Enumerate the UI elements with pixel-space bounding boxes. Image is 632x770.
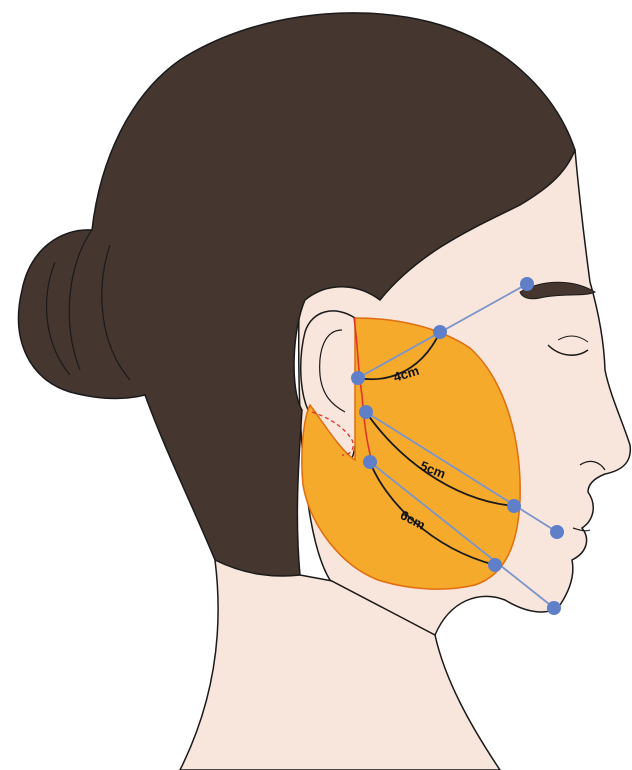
point-ear-top <box>351 371 365 385</box>
point-cheek-mid <box>507 499 521 513</box>
point-jaw <box>488 558 502 572</box>
point-ear-mid <box>359 405 373 419</box>
point-cheek-upper <box>433 325 447 339</box>
point-ear-lobe <box>363 455 377 469</box>
point-chin <box>547 601 561 615</box>
point-brow <box>520 277 534 291</box>
point-mouth-corner <box>550 525 564 539</box>
